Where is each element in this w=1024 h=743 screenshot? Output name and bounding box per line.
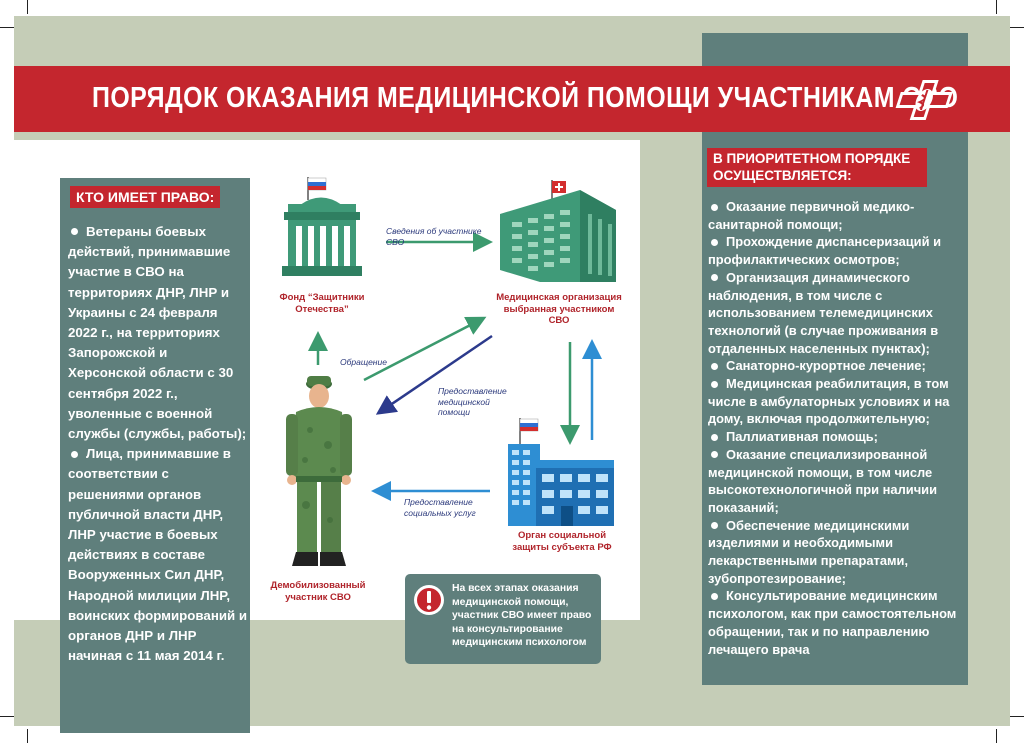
bullet-icon xyxy=(71,450,78,458)
list-item: Обеспечение медицинскими изделиями и нео… xyxy=(708,517,910,586)
crop-mark xyxy=(27,0,28,14)
edge-label-appeal: Обращение xyxy=(340,357,387,367)
list-item: Ветераны боевых действий, принимавшие уч… xyxy=(68,224,247,442)
node-label-medical: Медицинская организация выбранная участн… xyxy=(496,292,622,326)
bullet-icon xyxy=(711,203,718,211)
crop-mark xyxy=(1010,716,1024,717)
list-item: Организация динамического наблюдения, в … xyxy=(708,269,939,356)
medical-cross-logo-icon xyxy=(895,80,953,120)
crop-mark xyxy=(996,0,997,14)
node-label-social: Орган социальной защиты субъекта РФ xyxy=(512,530,612,553)
priority-heading: В ПРИОРИТЕТНОМ ПОРЯДКЕ ОСУЩЕСТВЛЯЕТСЯ: xyxy=(707,148,927,187)
eligibility-panel xyxy=(60,178,250,733)
node-label-veteran: Демобилизованный участник СВО xyxy=(270,580,366,603)
list-item: Оказание первичной медико-санитарной пом… xyxy=(708,199,915,232)
bullet-icon xyxy=(711,451,718,459)
priority-list: Оказание первичной медико-санитарной пом… xyxy=(708,198,970,658)
bullet-icon xyxy=(711,433,718,441)
bullet-icon xyxy=(711,593,718,601)
social-building-icon xyxy=(508,418,614,526)
list-item: Прохождение диспансеризаций и профилакти… xyxy=(708,234,942,268)
list-item: Консультирование медицинским психологом,… xyxy=(708,588,957,657)
node-label-fund: Фонд “Защитники Отечества” xyxy=(279,292,365,315)
crop-mark xyxy=(0,716,14,717)
crop-mark xyxy=(996,729,997,743)
edge-label-fund-to-medical: Сведения об участнике СВО xyxy=(386,226,482,247)
bullet-icon xyxy=(711,274,718,282)
list-item: Оказание специализированной медицинской … xyxy=(708,446,938,515)
eligibility-heading: КТО ИМЕЕТ ПРАВО: xyxy=(70,186,221,208)
list-item: Паллиативная помощь; xyxy=(708,428,970,446)
bullet-icon xyxy=(711,380,718,388)
list-item: Медицинская реабилитация, в том числе в … xyxy=(708,376,950,427)
edge-label-medical-help: Предоставление медицинской помощи xyxy=(438,386,507,417)
bullet-icon xyxy=(711,522,718,530)
eligibility-list: Ветераны боевых действий, принимавшие уч… xyxy=(68,222,248,666)
list-item: Лица, принимавшие в соответствии с решен… xyxy=(68,446,248,664)
fund-building-icon xyxy=(282,177,362,276)
soldier-icon xyxy=(286,376,352,566)
crop-mark xyxy=(1010,27,1024,28)
list-item: Санаторно-курортное лечение; xyxy=(708,357,970,375)
title-banner: ПОРЯДОК ОКАЗАНИЯ МЕДИЦИНСКОЙ ПОМОЩИ УЧАС… xyxy=(14,66,1010,132)
bullet-icon xyxy=(71,228,78,236)
hospital-building-icon xyxy=(500,180,616,282)
crop-mark xyxy=(27,729,28,743)
right-panel-background xyxy=(702,33,968,685)
bullet-icon xyxy=(711,362,718,370)
warning-icon xyxy=(414,585,444,615)
edge-label-social-services: Предоставление социальных услуг xyxy=(404,497,476,518)
crop-mark xyxy=(0,27,14,28)
psychologist-note-text: На всех этапах оказания медицинской помо… xyxy=(452,583,592,649)
bullet-icon xyxy=(711,239,718,246)
